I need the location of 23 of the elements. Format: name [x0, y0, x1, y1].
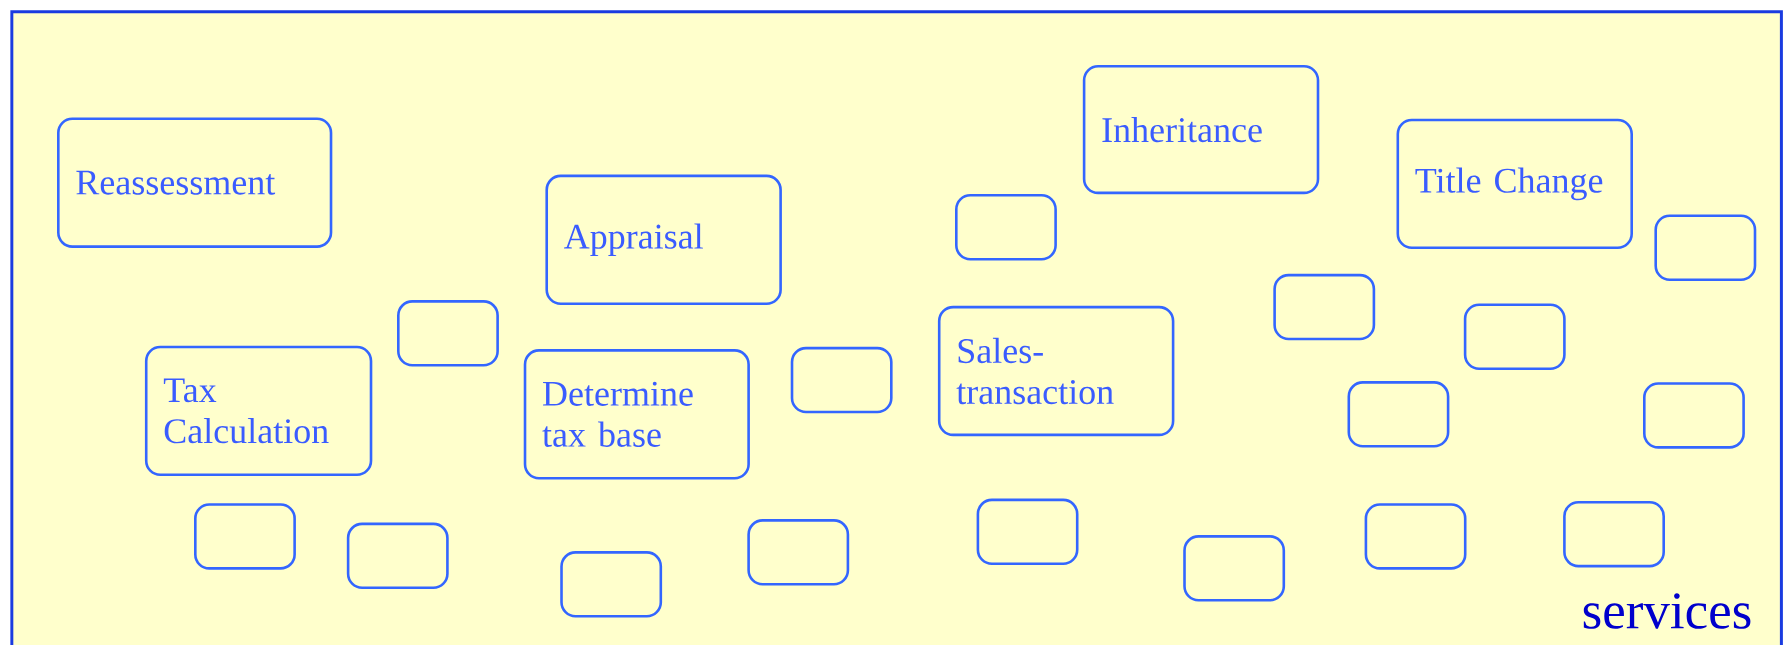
empty-box: [1364, 503, 1467, 570]
empty-box: [560, 551, 663, 618]
process-box: Determine tax base: [523, 349, 750, 480]
empty-box: [1654, 214, 1757, 281]
empty-box: [1273, 273, 1376, 341]
empty-box: [976, 498, 1079, 566]
empty-box: [790, 346, 893, 414]
process-box: Sales-transaction: [937, 305, 1175, 437]
empty-box: [1563, 500, 1665, 568]
empty-box: [1463, 303, 1566, 370]
empty-box: [1183, 535, 1286, 602]
empty-box: [747, 519, 850, 586]
empty-box: [397, 300, 499, 367]
empty-box: [1347, 381, 1450, 448]
process-box: Inheritance: [1082, 65, 1320, 195]
process-box: Reassessment: [57, 117, 333, 248]
empty-box: [346, 522, 449, 590]
process-box: Appraisal: [545, 174, 782, 305]
process-box: Title Change: [1396, 118, 1633, 250]
empty-box: [955, 194, 1057, 261]
empty-box: [1643, 382, 1745, 449]
empty-box: [194, 503, 296, 570]
process-box: Tax Calculation: [144, 345, 373, 477]
